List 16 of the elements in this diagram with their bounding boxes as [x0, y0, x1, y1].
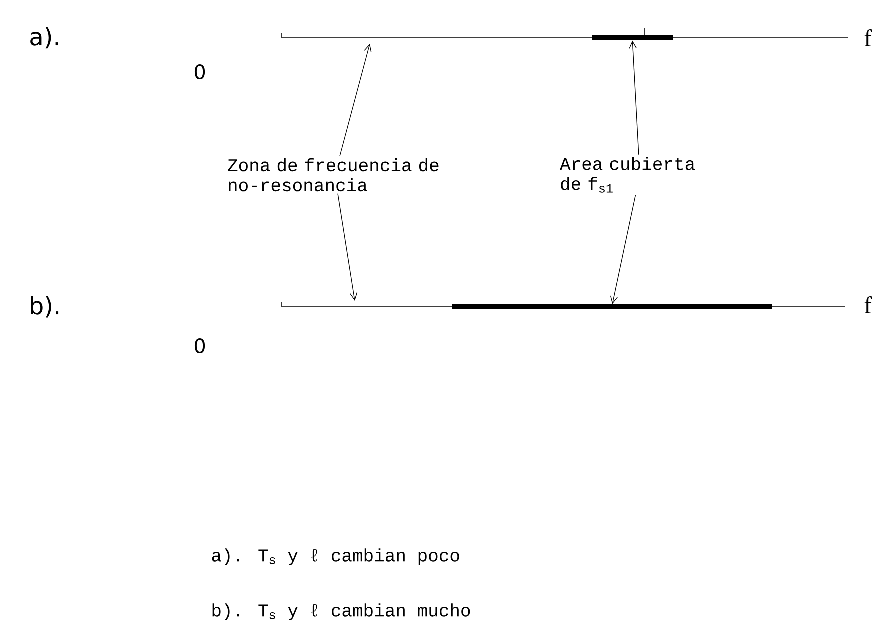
- axis-label: f: [864, 296, 872, 314]
- note: b). T$_{s}$ y ℓ cambian mucho: [212, 604, 470, 620]
- panel-label: b).: [31, 296, 59, 318]
- annotation-text: Area cubierta de f$_{s1}$: [560, 157, 695, 193]
- axis-label: 0: [194, 64, 206, 80]
- note: a). T$_{s}$ y ℓ cambian poco: [212, 548, 460, 566]
- thick-band: [592, 36, 673, 40]
- panel-label: a).: [30, 27, 58, 49]
- leader-arrow: [338, 193, 358, 301]
- axis-label: f: [864, 30, 872, 46]
- thick-band: [452, 304, 772, 310]
- annotation-text: Zona de frecuencia de no-resonancia: [228, 158, 439, 192]
- axis-label: 0: [194, 338, 206, 354]
- leader-arrow: [629, 40, 640, 156]
- leader-arrow: [340, 44, 372, 157]
- leader-arrow: [610, 194, 636, 304]
